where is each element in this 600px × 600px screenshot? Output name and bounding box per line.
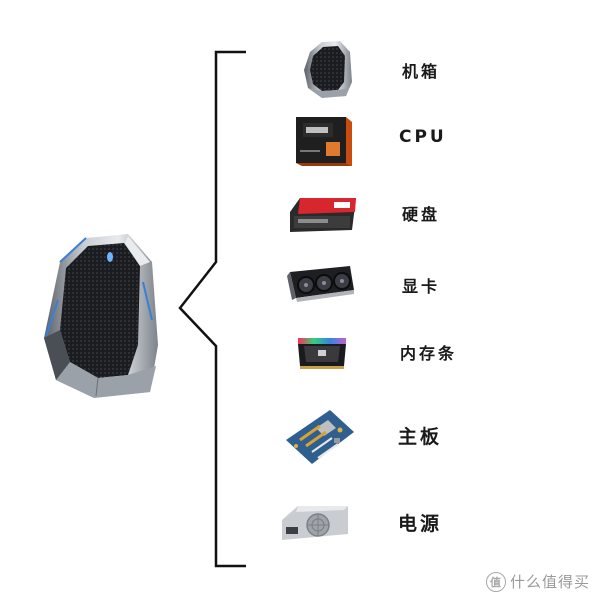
motherboard-icon [286,410,354,464]
watermark-badge: 值 [485,571,506,592]
label-case: 机箱 [402,62,441,81]
grouping-bracket [178,50,246,568]
ssd-icon [290,198,356,232]
watermark-text: 什么值得买 [509,573,590,591]
ram-stick-icon [298,338,346,369]
label-psu: 电源 [398,513,443,535]
label-cpu: CPU [399,127,447,147]
label-motherboard: 主板 [398,426,443,448]
power-supply-icon [282,506,348,540]
watermark: 值 什么值得买 [485,571,590,592]
alienware-desktop-tower-icon [44,234,158,398]
pc-case-icon [304,41,352,98]
label-ssd: 硬盘 [402,205,441,224]
label-ram: 内存条 [400,344,458,363]
graphics-card-icon [287,266,354,302]
cpu-box-icon [296,117,352,166]
label-gpu: 显卡 [402,277,441,296]
